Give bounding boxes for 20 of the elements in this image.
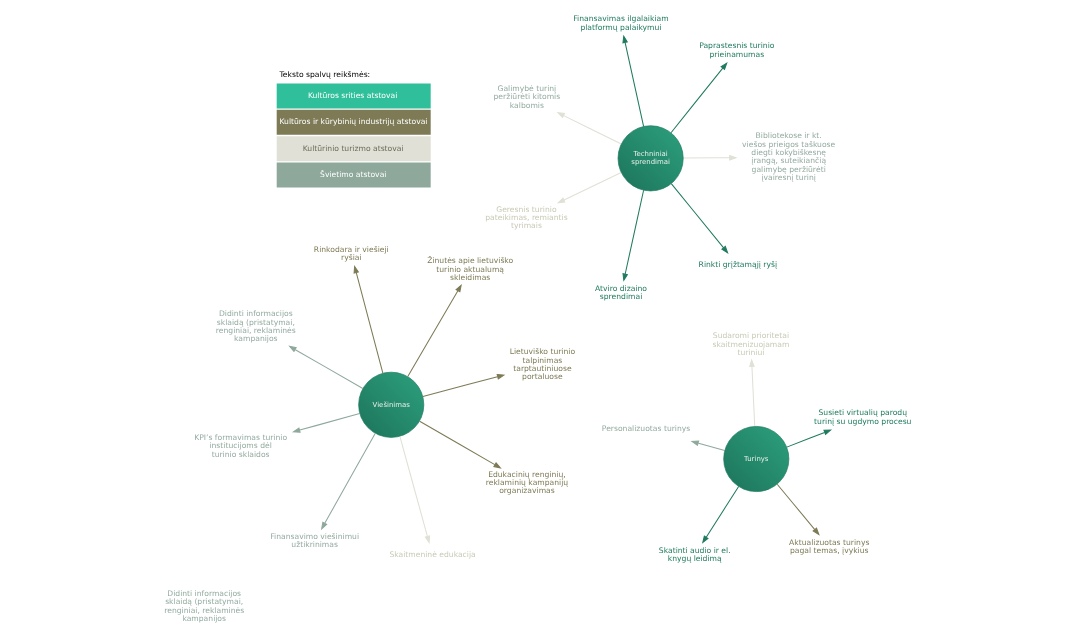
arrow — [407, 283, 462, 378]
arrow — [701, 486, 740, 544]
arrow — [556, 172, 622, 204]
arrow — [288, 345, 364, 389]
arrow — [670, 183, 729, 254]
arrow — [682, 154, 738, 161]
arrow — [353, 264, 384, 374]
arrow — [320, 432, 376, 531]
arrow — [422, 374, 506, 397]
arrow — [786, 429, 833, 448]
arrow — [419, 420, 502, 469]
arrow — [622, 34, 645, 127]
arrow — [556, 112, 622, 145]
arrow — [622, 189, 645, 282]
arrow — [690, 440, 726, 451]
arrow — [399, 435, 431, 545]
arrow — [670, 61, 728, 134]
arrow — [749, 358, 756, 427]
arrow — [292, 413, 361, 433]
arrow — [776, 483, 820, 536]
